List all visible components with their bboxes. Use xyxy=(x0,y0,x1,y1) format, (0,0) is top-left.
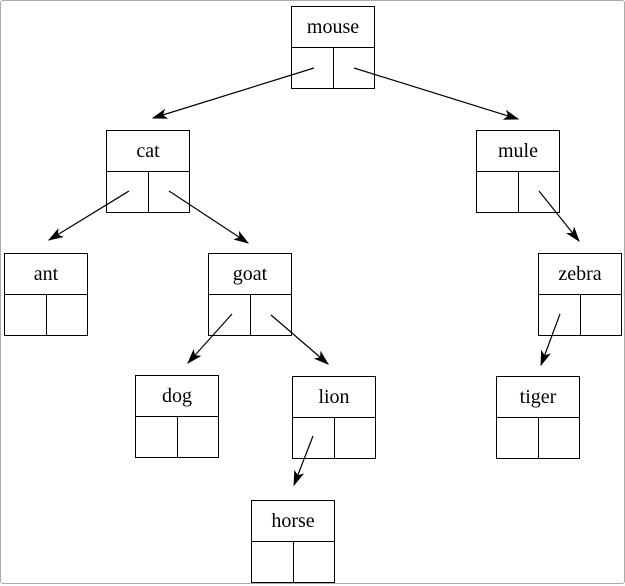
node-ant-label: ant xyxy=(5,254,87,295)
node-mule: mule xyxy=(476,130,560,213)
right-pointer-cell xyxy=(149,172,190,212)
node-tiger: tiger xyxy=(496,376,580,459)
node-ant-pointers xyxy=(5,295,87,335)
node-dog-pointers xyxy=(136,417,218,457)
node-cat: cat xyxy=(106,130,190,213)
right-pointer-cell xyxy=(334,48,375,88)
node-goat-label: goat xyxy=(209,254,291,295)
edge-mouse-cat xyxy=(151,67,315,119)
left-pointer-cell xyxy=(539,295,581,335)
left-pointer-cell xyxy=(292,48,334,88)
right-pointer-cell xyxy=(539,418,580,458)
node-ant: ant xyxy=(4,253,88,336)
node-lion-label: lion xyxy=(293,377,375,418)
right-pointer-cell xyxy=(251,295,292,335)
node-goat-pointers xyxy=(209,295,291,335)
right-pointer-cell xyxy=(178,417,219,457)
node-zebra: zebra xyxy=(538,253,622,336)
node-cat-pointers xyxy=(107,172,189,212)
node-dog-label: dog xyxy=(136,376,218,417)
node-horse-label: horse xyxy=(252,501,334,542)
left-pointer-cell xyxy=(209,295,251,335)
node-tiger-label: tiger xyxy=(497,377,579,418)
node-goat: goat xyxy=(208,253,292,336)
left-pointer-cell xyxy=(5,295,47,335)
left-pointer-cell xyxy=(107,172,149,212)
node-mule-pointers xyxy=(477,172,559,212)
node-dog: dog xyxy=(135,375,219,458)
right-pointer-cell xyxy=(335,418,376,458)
node-cat-label: cat xyxy=(107,131,189,172)
node-mouse: mouse xyxy=(291,6,375,89)
node-tiger-pointers xyxy=(497,418,579,458)
right-pointer-cell xyxy=(47,295,88,335)
left-pointer-cell xyxy=(293,418,335,458)
left-pointer-cell xyxy=(477,172,519,212)
right-pointer-cell xyxy=(294,542,335,582)
node-zebra-label: zebra xyxy=(539,254,621,295)
edge-mouse-mule xyxy=(353,67,520,120)
node-lion: lion xyxy=(292,376,376,459)
left-pointer-cell xyxy=(497,418,539,458)
left-pointer-cell xyxy=(252,542,294,582)
node-mouse-label: mouse xyxy=(292,7,374,48)
node-lion-pointers xyxy=(293,418,375,458)
node-horse-pointers xyxy=(252,542,334,582)
node-horse: horse xyxy=(251,500,335,583)
right-pointer-cell xyxy=(581,295,622,335)
right-pointer-cell xyxy=(519,172,560,212)
node-mule-label: mule xyxy=(477,131,559,172)
node-zebra-pointers xyxy=(539,295,621,335)
left-pointer-cell xyxy=(136,417,178,457)
node-mouse-pointers xyxy=(292,48,374,88)
